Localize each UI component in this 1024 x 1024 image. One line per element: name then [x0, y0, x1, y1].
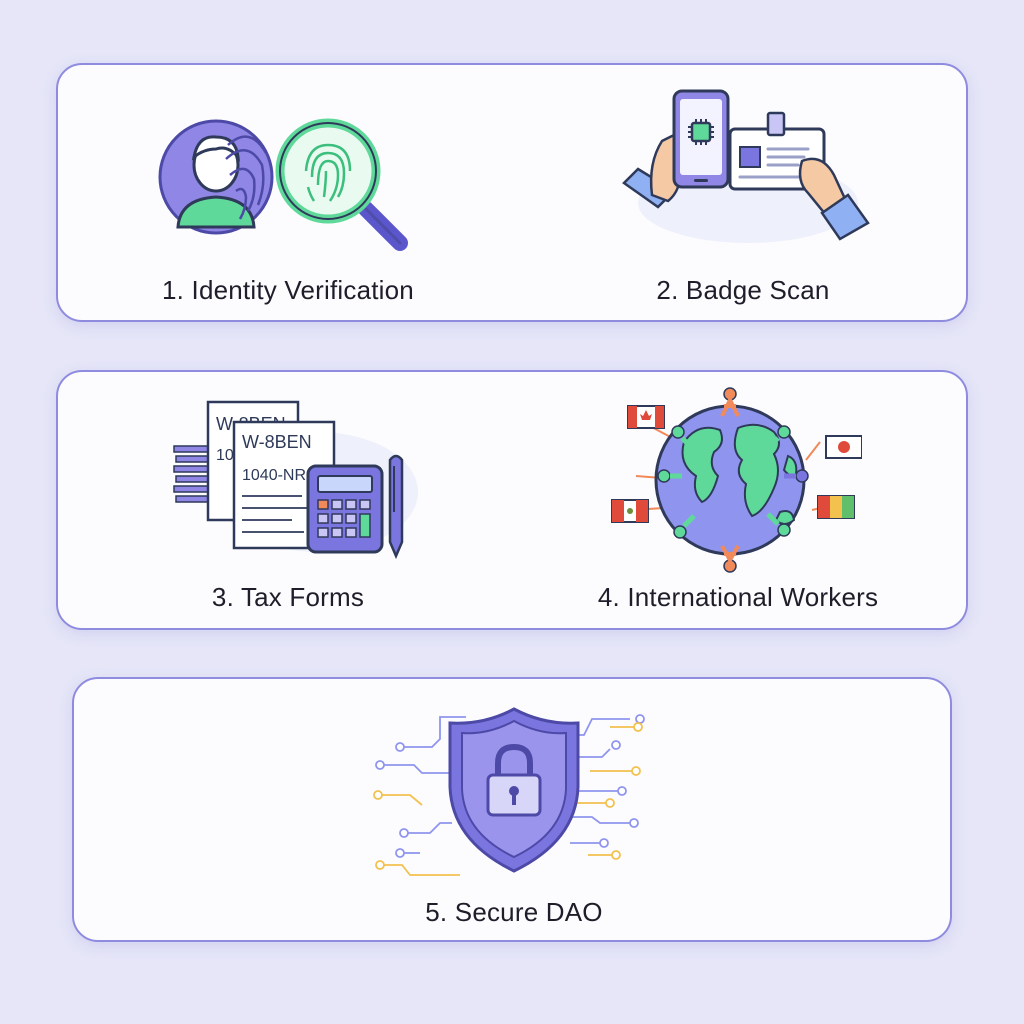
pen-icon	[388, 454, 404, 560]
circuit-lines-icon	[373, 714, 645, 876]
step-label: 4. International Workers	[597, 582, 879, 612]
step-label: 3. Tax Forms	[211, 582, 365, 612]
tax-forms-illustration: W-8BEN 1040 W-8BEN 1040-NR	[173, 400, 418, 560]
form-title: W-8BEN	[242, 432, 312, 452]
secure-dao-illustration	[373, 707, 645, 876]
step-card-row-1: 1. Identity Verification	[56, 63, 968, 322]
user-avatar-icon	[158, 119, 274, 235]
step-label: 5. Secure DAO	[425, 897, 603, 927]
document-stack-icon: W-8BEN 1040 W-8BEN 1040-NR	[173, 400, 336, 550]
fingerprint-icon	[225, 135, 268, 220]
flag-canada-icon	[627, 405, 665, 429]
flag-mexico-icon	[611, 499, 649, 523]
step-card-row-2: W-8BEN 1040 W-8BEN 1040-NR	[56, 370, 968, 630]
hand-icon	[622, 133, 682, 209]
padlock-icon	[486, 743, 542, 817]
form-title: 1040-NR	[242, 467, 306, 484]
chip-icon	[688, 119, 714, 145]
step-label: 1. Identity Verification	[162, 275, 414, 305]
people-icon	[657, 387, 809, 573]
hand-icon	[798, 157, 870, 241]
flag-japan-icon	[825, 435, 862, 459]
magnifying-glass-icon	[275, 118, 408, 251]
step-card-row-3: 5. Secure DAO	[72, 677, 952, 942]
international-workers-illustration	[611, 387, 862, 573]
flag-guinea-icon	[817, 495, 855, 519]
identity-verification-illustration	[158, 118, 408, 251]
calculator-icon	[306, 464, 384, 554]
step-label: 2. Badge Scan	[656, 275, 830, 305]
smartphone-icon	[672, 89, 730, 189]
badge-scan-illustration	[622, 89, 870, 243]
